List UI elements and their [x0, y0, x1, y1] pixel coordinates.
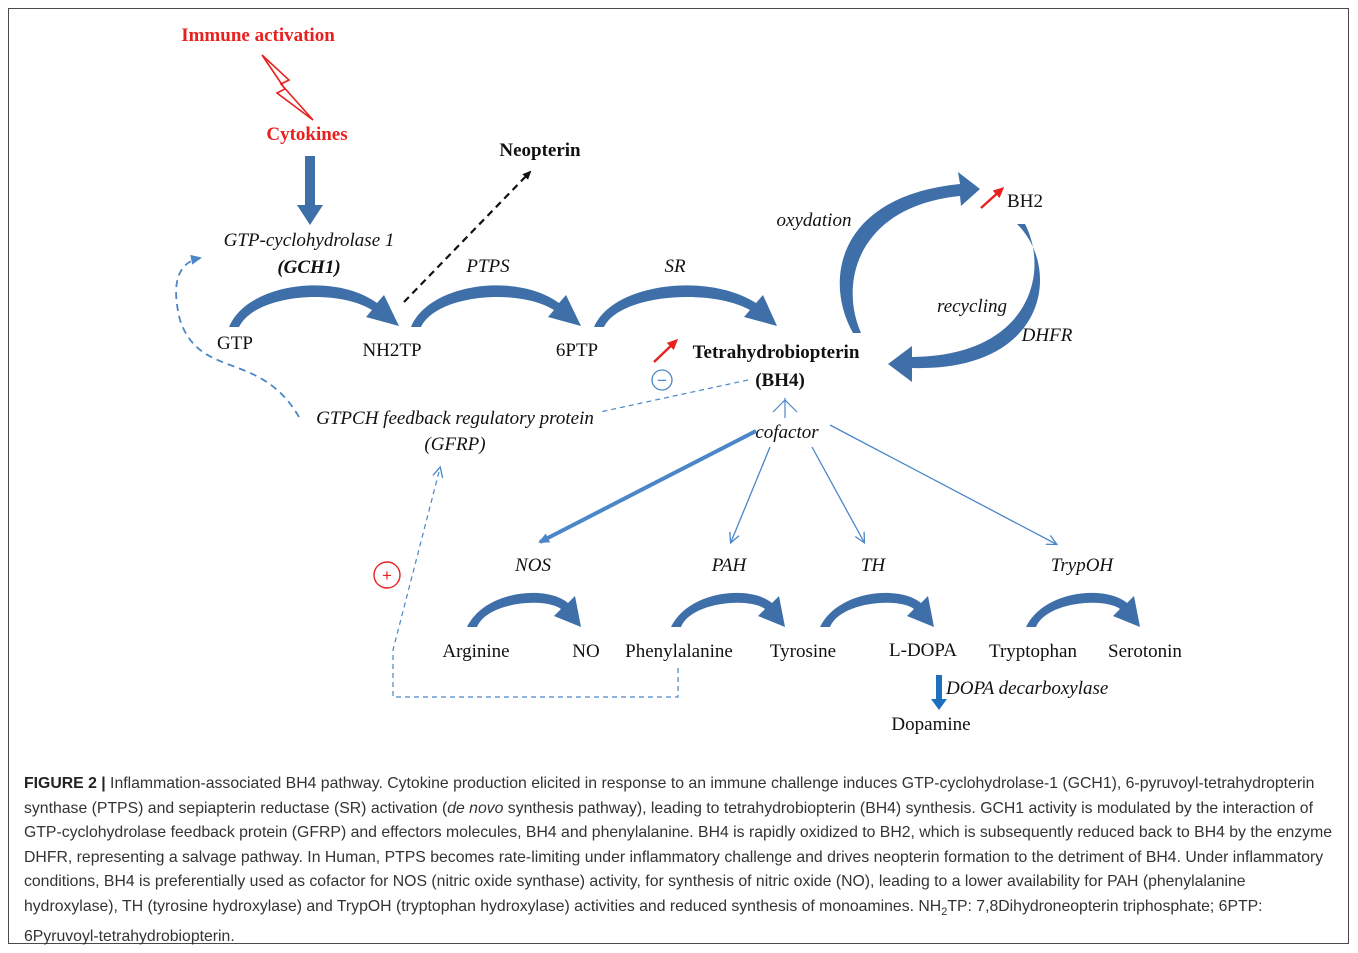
nh2tp-label: NH2TP — [362, 340, 421, 361]
bh2-increase-red-arrow — [980, 186, 1005, 209]
recycling-label: recycling — [937, 296, 1007, 317]
trypoh-label: TrypOH — [1051, 555, 1115, 576]
sr-label: SR — [664, 256, 686, 277]
caption-text-2: synthesis pathway), leading to tetrahydr… — [24, 799, 1333, 915]
cofactor-to-th-arrow — [811, 446, 864, 542]
bh4-label-line2: (BH4) — [755, 370, 805, 391]
nh2tp-to-neopterin-dashed-arrow — [403, 170, 532, 303]
immune-activation-label: Immune activation — [181, 25, 335, 46]
dopamine-label: Dopamine — [891, 714, 970, 735]
no-label: NO — [572, 641, 599, 662]
ptps-label: PTPS — [465, 256, 510, 277]
bh4-label-line1: Tetrahydrobiopterin — [693, 342, 860, 363]
bh4-increase-red-arrow — [653, 338, 679, 363]
recycling-arc-arrow — [888, 224, 1041, 382]
gtp-to-nh2tp-arc-arrow — [229, 285, 399, 327]
cytokines-to-gch1-arrow — [297, 156, 323, 225]
cofactor-to-pah-arrow — [731, 446, 771, 542]
gfrp-label-line1: GTPCH feedback regulatory protein — [316, 408, 594, 429]
inhibition-minus-circle — [651, 369, 673, 391]
pah-label: PAH — [711, 555, 748, 576]
gch1-label-line2: (GCH1) — [277, 257, 340, 278]
phenylalanine-to-gfrp-dashed-arrow — [392, 468, 679, 698]
lightning-bolt-icon — [261, 54, 314, 121]
pah-reaction-arc-arrow — [671, 592, 785, 627]
gfrp-to-gch1-dashed-arrow — [175, 254, 300, 418]
cofactor-to-trypoh-arrow — [829, 424, 1056, 544]
neopterin-label: Neopterin — [499, 140, 581, 161]
nos-reaction-arc-arrow — [467, 592, 581, 627]
gfrp-label-line2: (GFRP) — [424, 434, 485, 455]
tryptophan-label: Tryptophan — [989, 641, 1077, 662]
nh2tp-to-6ptp-arc-arrow — [411, 285, 581, 327]
arginine-label: Arginine — [442, 641, 509, 662]
6ptp-to-bh4-arc-arrow — [594, 285, 777, 327]
tyrosine-label: Tyrosine — [770, 641, 836, 662]
figure-label: FIGURE 2 | — [24, 775, 106, 792]
oxydation-label: oxydation — [777, 210, 852, 231]
bh4-pathway-diagram: Immune activation Cytokines GTP-cyclohyd… — [175, 25, 1182, 735]
6ptp-label: 6PTP — [556, 340, 598, 361]
activation-plus-sign: + — [382, 566, 392, 585]
figure-caption: FIGURE 2 | Inflammation-associated BH4 p… — [24, 772, 1340, 949]
th-label: TH — [861, 555, 887, 576]
caption-subscript: 2 — [941, 906, 948, 919]
activation-plus-circle — [373, 561, 401, 589]
trypoh-reaction-arc-arrow — [1026, 592, 1140, 627]
dhfr-label: DHFR — [1021, 325, 1073, 346]
nos-label: NOS — [514, 555, 551, 576]
serotonin-label: Serotonin — [1108, 641, 1182, 662]
dopa-decarboxylase-label: DOPA decarboxylase — [945, 678, 1108, 699]
cofactor-fork-marker — [772, 399, 798, 413]
inhibition-minus-sign: − — [657, 371, 667, 390]
ldopa-to-dopamine-arrow — [931, 675, 947, 710]
cofactor-label: cofactor — [755, 422, 819, 443]
caption-text-1: Inflammation-associated BH4 pathway. Cyt… — [24, 775, 1315, 817]
figure-frame — [8, 8, 1349, 944]
caption-text-3: TP: 7,8Dihydroneopterin triphosphate; 6P… — [24, 897, 1263, 945]
bh2-label: BH2 — [1007, 191, 1043, 212]
cofactor-to-nos-arrow — [538, 429, 757, 544]
phenylalanine-label: Phenylalanine — [625, 641, 733, 662]
oxydation-arc-arrow — [839, 172, 980, 333]
ldopa-label: L-DOPA — [889, 640, 957, 661]
gtp-label: GTP — [217, 333, 253, 354]
bh4-to-gfrp-dashed-line — [599, 379, 749, 413]
cytokines-label: Cytokines — [266, 124, 347, 145]
th-reaction-arc-arrow — [820, 592, 934, 627]
caption-de-novo: de novo — [447, 799, 504, 817]
gch1-label-line1: GTP-cyclohydrolase 1 — [224, 230, 395, 251]
